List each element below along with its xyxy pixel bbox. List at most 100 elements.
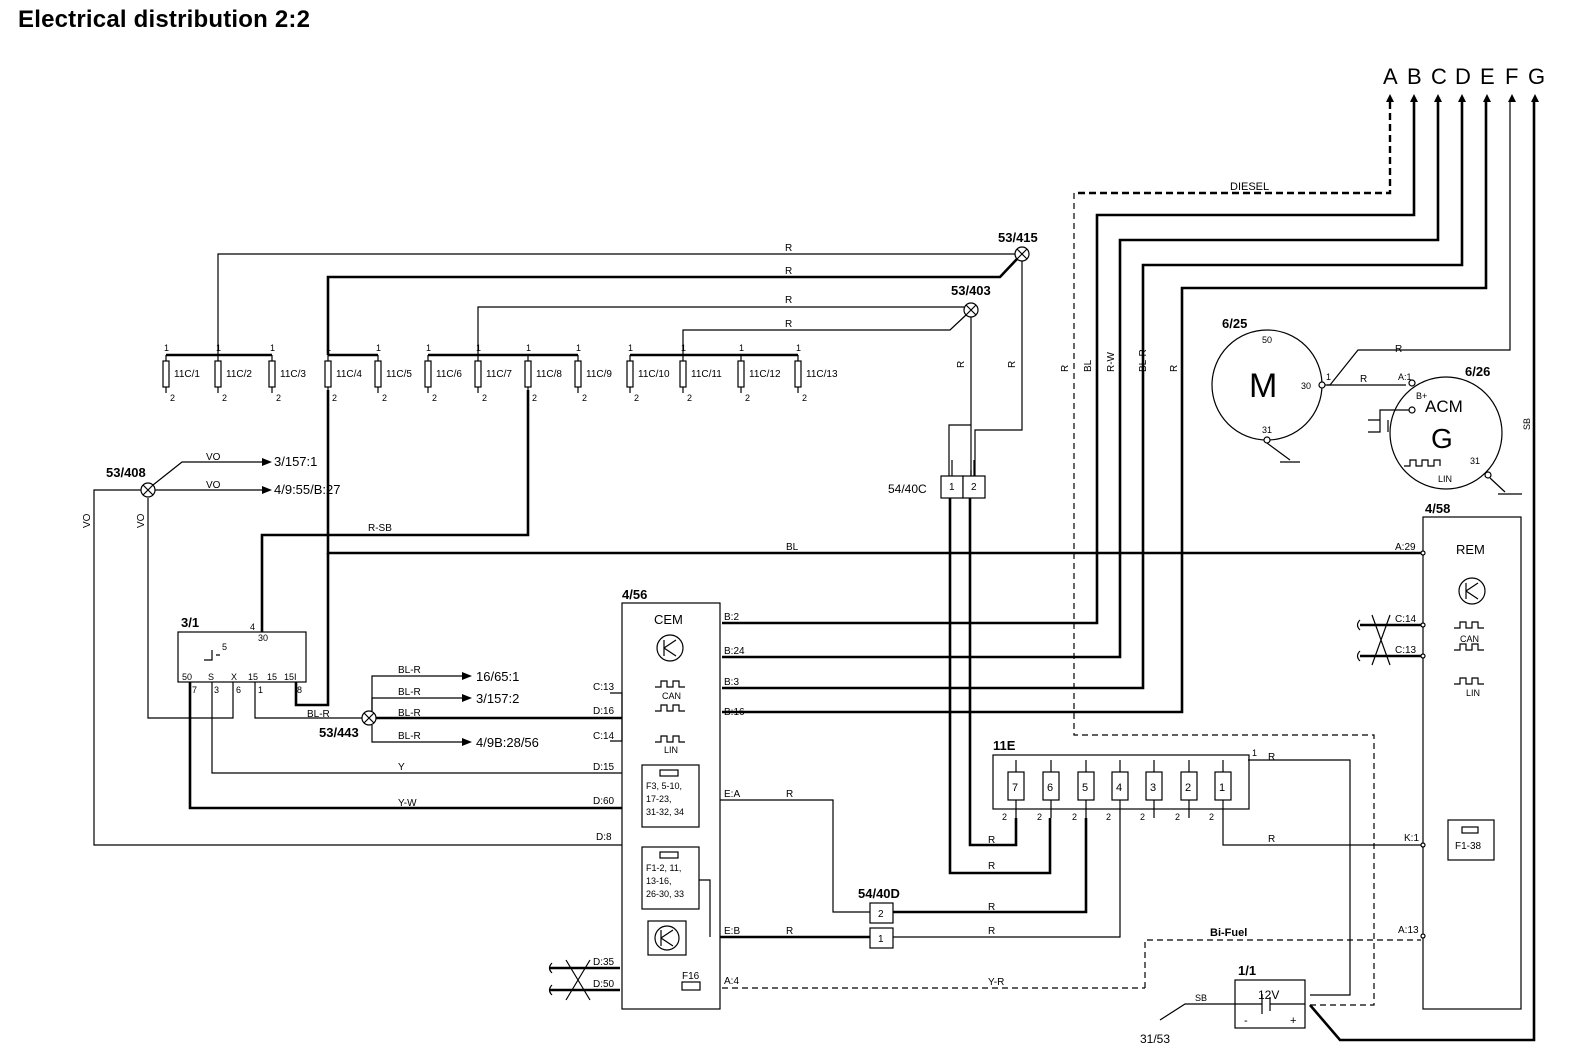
wire-label-diesel: DIESEL	[1230, 181, 1269, 193]
rem-module: 4/58 REM CAN LIN F1-38 A:29 C:14 C:13 K:…	[1356, 501, 1522, 1010]
pin-label: 2	[971, 482, 977, 493]
fuse-11c-3: 1 2 11C/3	[268, 343, 306, 403]
wire-label-blr: BL-R	[398, 731, 421, 742]
wire-label-r: R	[988, 902, 995, 913]
pin-label: C:14	[593, 731, 615, 742]
pin-label: 2	[1106, 812, 1111, 822]
connector-a: A	[1383, 64, 1398, 89]
page-title: Electrical distribution 2:2	[18, 6, 311, 33]
pin-label: 2	[1140, 812, 1145, 822]
pin-label: E:A	[724, 789, 740, 800]
fuse-label: 11C/13	[806, 369, 838, 380]
pin-label: 2	[482, 393, 487, 403]
wire-label-yr: Y-R	[988, 977, 1004, 988]
pin-label: 2	[1072, 812, 1077, 822]
fuse-label: 11C/4	[336, 369, 362, 380]
pin-label: A:29	[1395, 542, 1416, 553]
wire-label-y: Y	[398, 762, 405, 773]
cem-name: CEM	[654, 612, 683, 627]
pin-label: 1	[216, 343, 221, 353]
fusebox-id: 11E	[993, 738, 1016, 753]
fuse-11c-2: 1 2 11C/2	[214, 343, 252, 403]
pin-label: 3	[214, 685, 219, 695]
fuse-label: 11C/10	[638, 369, 670, 380]
pin-label: 1	[1326, 372, 1331, 382]
destination-label: 4/9B:28/56	[476, 735, 539, 750]
fuse-label: 7	[1012, 782, 1018, 794]
pin-label: D:16	[593, 706, 615, 717]
connector-e: E	[1480, 64, 1495, 89]
pin-label: X	[231, 672, 237, 682]
starter-letter: M	[1249, 367, 1277, 405]
wire-label-r: R	[786, 789, 793, 800]
starter-id: 6/25	[1222, 316, 1247, 331]
pin-label: 2	[1209, 812, 1214, 822]
fuse-11c-6: 1 2 11C/6	[424, 343, 462, 403]
fuse-11c-9: 1 2 11C/9	[574, 343, 612, 403]
pin-label: A:4	[724, 976, 739, 987]
pin-label: D:60	[593, 796, 615, 807]
pin-label: 1	[796, 343, 801, 353]
pin-label: 1	[476, 343, 481, 353]
fuse-label: 11C/7	[486, 369, 512, 380]
pin-label: D:15	[593, 762, 615, 773]
pin-label: E:B	[724, 926, 740, 937]
pin-label: D:50	[593, 979, 615, 990]
pin-label: 31	[1470, 456, 1480, 466]
pin-label: D:35	[593, 957, 615, 968]
pin-label: A:13	[1398, 925, 1419, 936]
pin-label: 2	[878, 909, 884, 920]
wire-label-r: R	[785, 295, 792, 306]
pin-label: 2	[532, 393, 537, 403]
battery-minus: -	[1244, 1015, 1248, 1027]
connector-g: G	[1528, 64, 1545, 89]
pin-label: 2	[687, 393, 692, 403]
pin-label: 2	[1037, 812, 1042, 822]
pin-label: C:13	[1395, 645, 1417, 656]
pin-label: 2	[802, 393, 807, 403]
wire-label-r: R	[1395, 344, 1402, 355]
pin-label: 5	[222, 642, 227, 652]
wire-label-rsb: R-SB	[368, 523, 392, 534]
wire-label-yw: Y-W	[398, 798, 417, 809]
fuse-11c-1: 1 2 11C/1	[162, 343, 200, 403]
pin-label: C:14	[1395, 614, 1417, 625]
pin-label: 2	[634, 393, 639, 403]
wire-label-r: R	[956, 361, 967, 368]
pin-label: K:1	[1404, 833, 1419, 844]
pin-label: 2	[432, 393, 437, 403]
pin-label: 8	[297, 685, 302, 695]
pin-label: B:3	[724, 677, 739, 688]
fuse-11c-11: 1 2 11C/11	[679, 343, 722, 403]
fuse-11c-5: 1 2 11C/5	[374, 343, 412, 403]
wire-label-r: R	[1360, 374, 1367, 385]
pin-label: A:1	[1398, 372, 1412, 382]
can-label: CAN	[1460, 634, 1479, 644]
pin-label: 2	[582, 393, 587, 403]
pin-label: 1	[576, 343, 581, 353]
rem-fuse: F1-38	[1455, 841, 1482, 852]
pin-label: B:16	[724, 707, 745, 718]
connector-f: F	[1505, 64, 1518, 89]
wire-label-r: R	[1169, 365, 1180, 372]
fusebox-fuse-4: 4	[1111, 771, 1129, 801]
connector-54-40d: 54/40D 2 1 R R	[858, 886, 995, 949]
fuse-text: F1-2, 11,	[646, 863, 681, 873]
pin-label: B+	[1416, 391, 1427, 401]
output-connectors: A B C D E F G	[1383, 64, 1545, 102]
wire-label-blr: BL-R	[1138, 349, 1149, 372]
wire-label-r: R	[1268, 834, 1275, 845]
starter-motor: 6/25 M 50 30 31 1 R	[1211, 316, 1406, 463]
cem-f16: F16	[682, 971, 700, 982]
pin-label: 7	[192, 685, 197, 695]
rem-id: 4/58	[1425, 501, 1450, 516]
destination-label: 3/157:1	[274, 454, 317, 469]
wire-label-bl: BL	[1083, 359, 1094, 372]
wire-label-blr: BL-R	[398, 665, 421, 676]
fuse-11c-4: 1 2 11C/4	[324, 343, 362, 403]
wire-label-vo: VO	[136, 513, 147, 528]
fuse-label: 11C/6	[436, 369, 462, 380]
lin-label: LIN	[664, 745, 678, 755]
fuse-label: 1	[1219, 782, 1225, 794]
